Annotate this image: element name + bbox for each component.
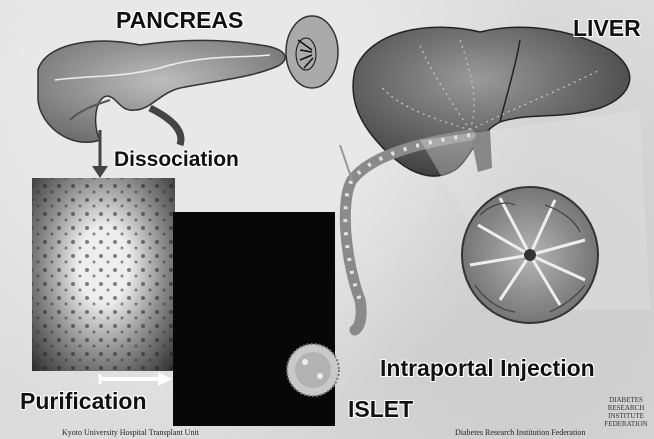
footer-left-credit: Kyoto University Hospital Transplant Uni… (62, 428, 199, 437)
pancreas-illustration (38, 16, 338, 145)
logo-line-3: INSTITUTE (600, 412, 652, 420)
logo-line-1: DIABETES (600, 396, 652, 404)
liver-label: LIVER (573, 15, 641, 42)
liver-lobule-magnified (420, 110, 650, 323)
purification-label: Purification (20, 388, 147, 415)
dissociation-label: Dissociation (114, 148, 239, 172)
intraportal-injection-label: Intraportal Injection (380, 355, 595, 382)
purification-arrow (100, 372, 172, 386)
islet-label: ISLET (348, 396, 413, 423)
drif-logo: DIABETES RESEARCH INSTITUTE FEDERATION (600, 396, 652, 436)
footer-right-credit: Diabetes Research Institution Federation (455, 428, 585, 437)
islet-cell-cluster (287, 344, 339, 396)
tissue-speckles (32, 178, 175, 371)
logo-line-2: RESEARCH (600, 404, 652, 412)
pancreas-label: PANCREAS (116, 7, 243, 34)
logo-line-4: FEDERATION (600, 420, 652, 428)
